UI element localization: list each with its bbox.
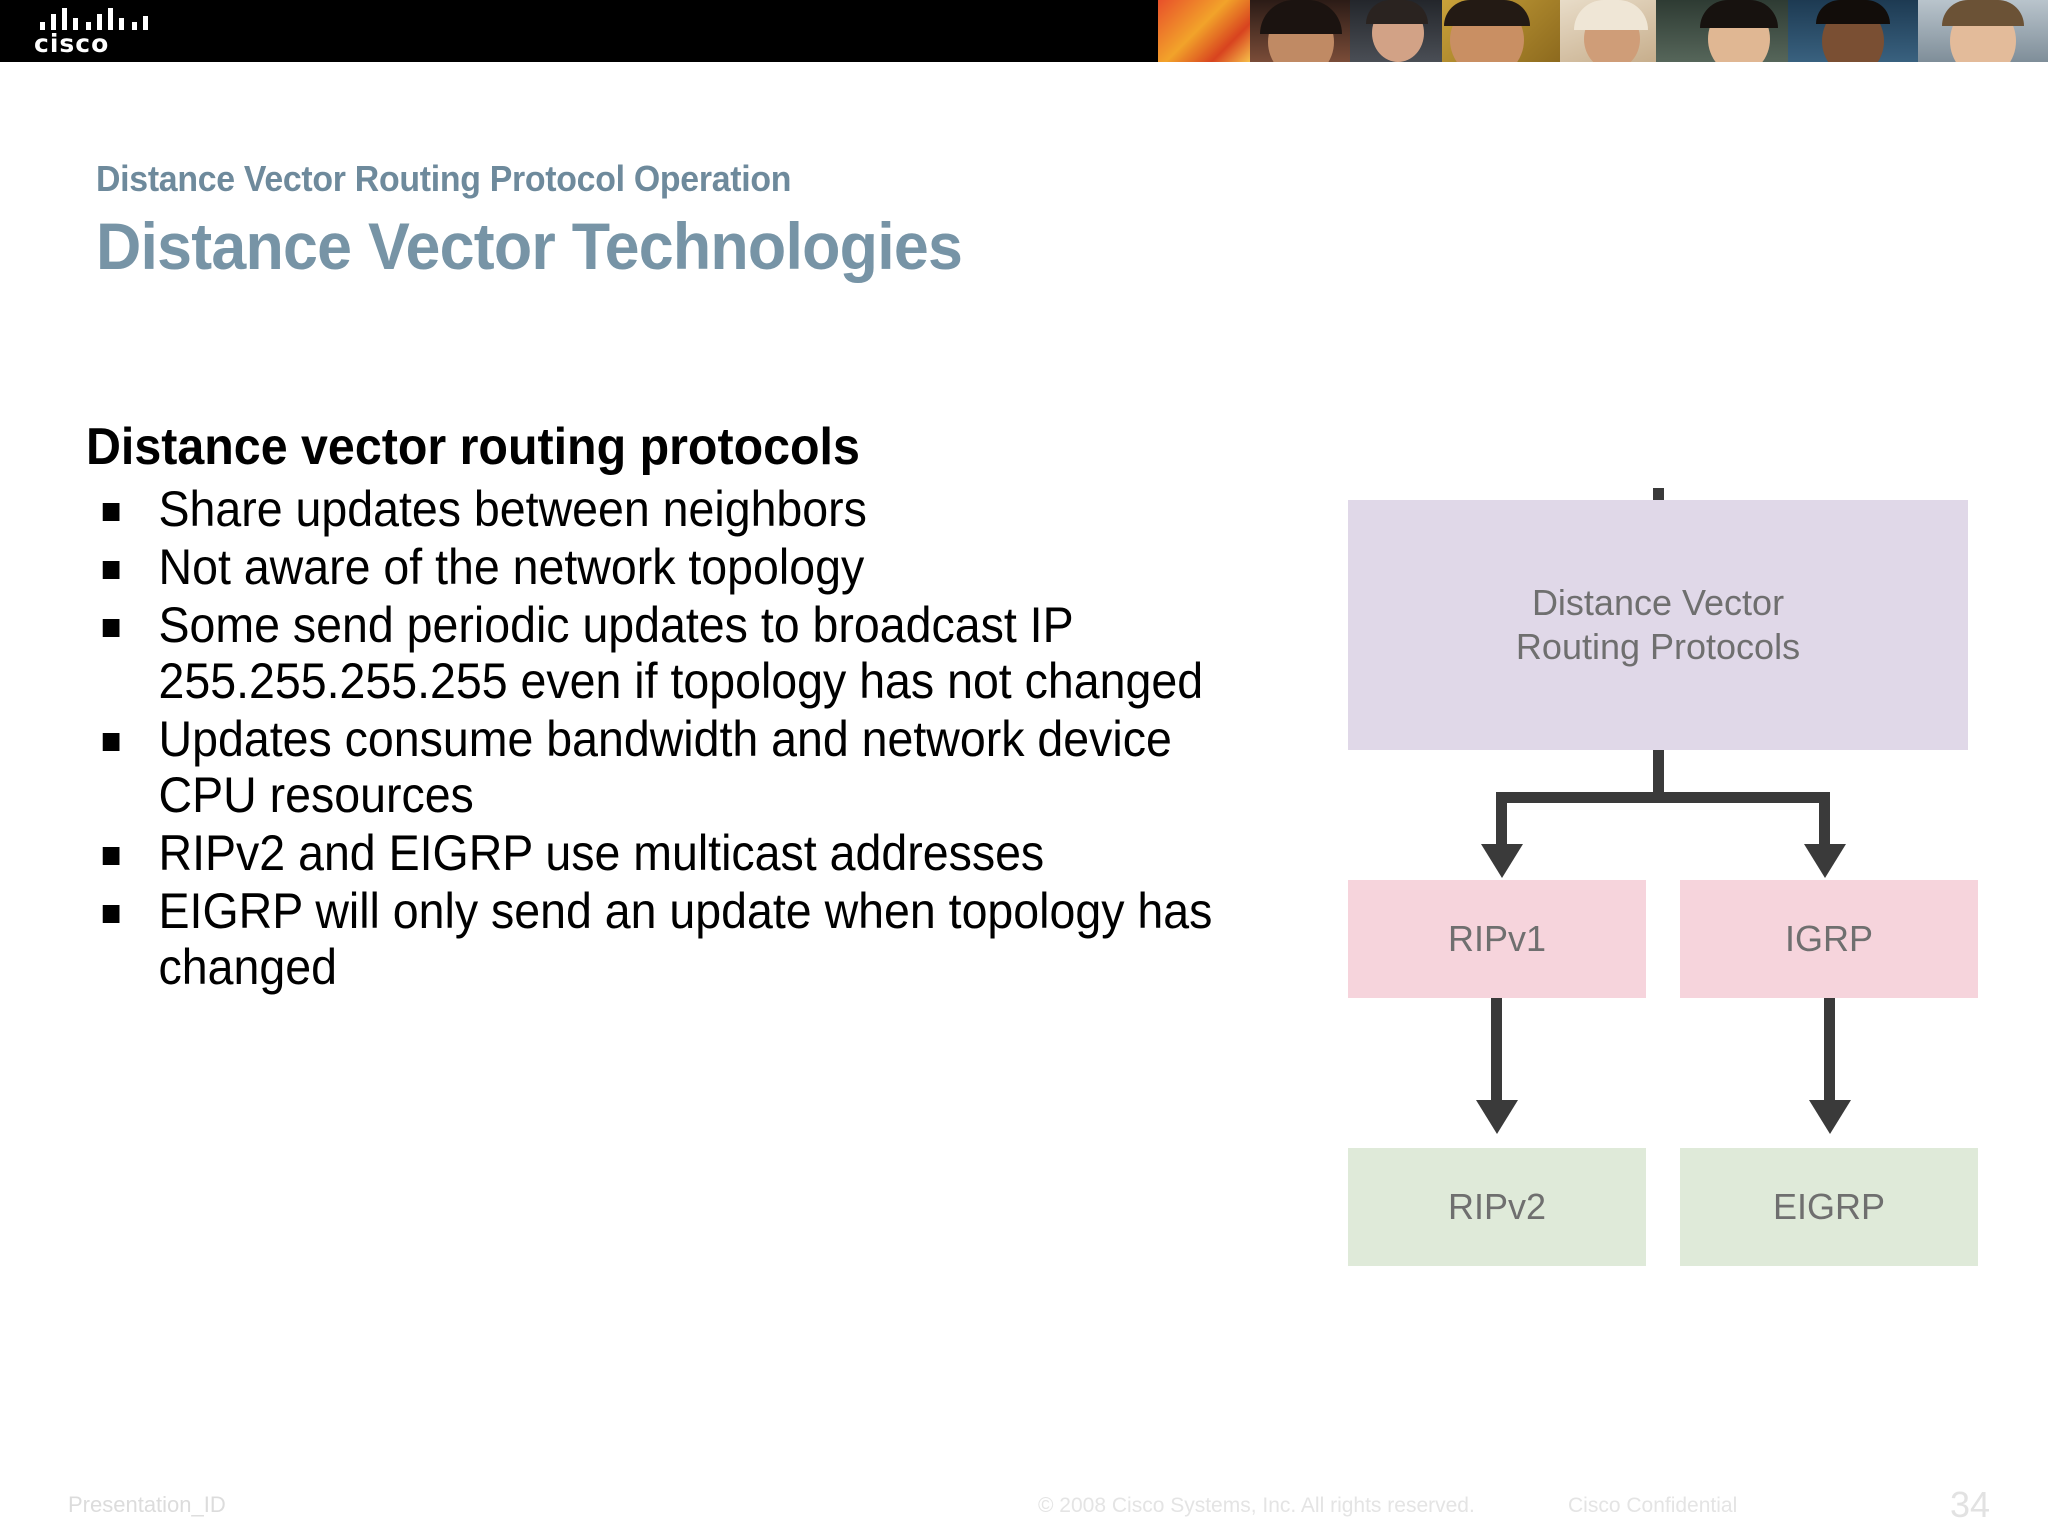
footer-page-number: 34: [1950, 1484, 1991, 1525]
diagram-node-root-line1: Distance Vector: [1531, 582, 1785, 624]
photo-tile-5: [1560, 0, 1656, 62]
photo-tile-2: [1250, 0, 1350, 62]
slide-header-bar: cisco: [0, 0, 2048, 62]
slide-body: Distance vector routing protocols Share …: [86, 418, 1316, 997]
slide-title: Distance Vector Technologies: [96, 209, 963, 283]
slide-footer: Presentation_ID © 2008 Cisco Systems, In…: [0, 1480, 2048, 1536]
arrowhead-to-ripv2: [1476, 1100, 1518, 1134]
slide-eyebrow-title: Distance Vector Routing Protocol Operati…: [96, 158, 792, 199]
cisco-bars-icon: [40, 8, 152, 30]
photo-tile-3: [1350, 0, 1442, 62]
connector-left-down: [1496, 792, 1507, 850]
connector-horizontal-split: [1496, 792, 1830, 803]
cisco-logo: cisco: [34, 8, 184, 58]
connector-top-stub: [1653, 488, 1664, 502]
photo-tile-8: [1918, 0, 2048, 62]
bullet-item: Some send periodic updates to broadcast …: [86, 597, 1230, 709]
distance-vector-hierarchy-diagram: Distance Vector Routing Protocols RIPv1 …: [1348, 488, 2008, 1318]
people-photo-strip: [1158, 0, 2048, 62]
arrowhead-to-ripv1: [1481, 844, 1523, 878]
footer-presentation-id: Presentation_ID: [68, 1492, 226, 1517]
diagram-node-ripv1: RIPv1: [1348, 880, 1646, 998]
bullet-item: EIGRP will only send an update when topo…: [86, 883, 1230, 995]
body-lead-heading: Distance vector routing protocols: [86, 418, 860, 476]
bullet-list: Share updates between neighbors Not awar…: [86, 481, 1316, 995]
diagram-node-igrp: IGRP: [1680, 880, 1978, 998]
bullet-item: Share updates between neighbors: [86, 481, 1230, 537]
cisco-wordmark: cisco: [34, 29, 110, 58]
arrowhead-to-igrp: [1804, 844, 1846, 878]
diagram-node-root-line2: Routing Protocols: [1515, 626, 1801, 667]
footer-copyright: © 2008 Cisco Systems, Inc. All rights re…: [1038, 1494, 1475, 1517]
photo-tile-7: [1788, 0, 1918, 62]
photo-tile-1: [1158, 0, 1250, 62]
bullet-item: RIPv2 and EIGRP use multicast addresses: [86, 825, 1230, 881]
diagram-node-ripv2: RIPv2: [1348, 1148, 1646, 1266]
diagram-node-root: Distance Vector Routing Protocols: [1348, 500, 1968, 750]
footer-confidential-label: Cisco Confidential: [1568, 1494, 1738, 1517]
connector-ripv1-to-ripv2: [1491, 998, 1502, 1104]
arrowhead-to-eigrp: [1809, 1100, 1851, 1134]
photo-tile-4: [1442, 0, 1560, 62]
bullet-item: Not aware of the network topology: [86, 539, 1230, 595]
diagram-node-eigrp: EIGRP: [1680, 1148, 1978, 1266]
connector-right-down: [1819, 792, 1830, 850]
bullet-item: Updates consume bandwidth and network de…: [86, 711, 1230, 823]
connector-igrp-to-eigrp: [1824, 998, 1835, 1104]
photo-tile-6: [1656, 0, 1788, 62]
connector-root-vertical: [1653, 750, 1664, 800]
